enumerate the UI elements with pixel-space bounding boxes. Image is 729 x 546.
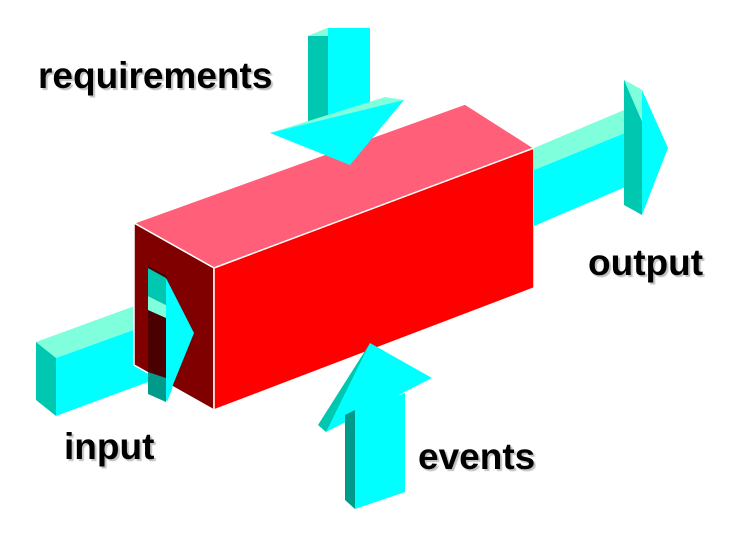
events-label: events [418,436,536,477]
output-arrow [534,80,668,226]
box-front-face [213,146,535,412]
output-arrow-shaft-top [534,110,642,170]
requirements-label: requirements [38,55,273,96]
input-head-inner-top [148,296,166,318]
events-arrow-shaft-side [345,410,355,509]
events-arrow-shaft-front [355,393,405,509]
req-arrow-shaft-side [308,28,328,131]
output-arrow-head-front [642,90,668,215]
input-label: input [64,426,155,467]
input-head-inner-bottom [148,372,166,402]
input-arrow-head-overlay [148,268,194,402]
events-arrow [318,343,432,509]
req-arrow-shaft-front [328,28,370,123]
output-arrow-shaft-front [534,126,642,226]
input-head-inner-front [166,278,194,402]
input-arrow-shaft-end [36,342,56,416]
events-arrow-head-front [326,343,432,432]
process-box [132,103,536,412]
output-arrow-head-back [624,80,642,215]
output-label: output [588,242,704,283]
req-arrow-head-front [270,100,404,165]
requirements-arrow [270,28,404,165]
input-head-inner-side [148,268,166,305]
